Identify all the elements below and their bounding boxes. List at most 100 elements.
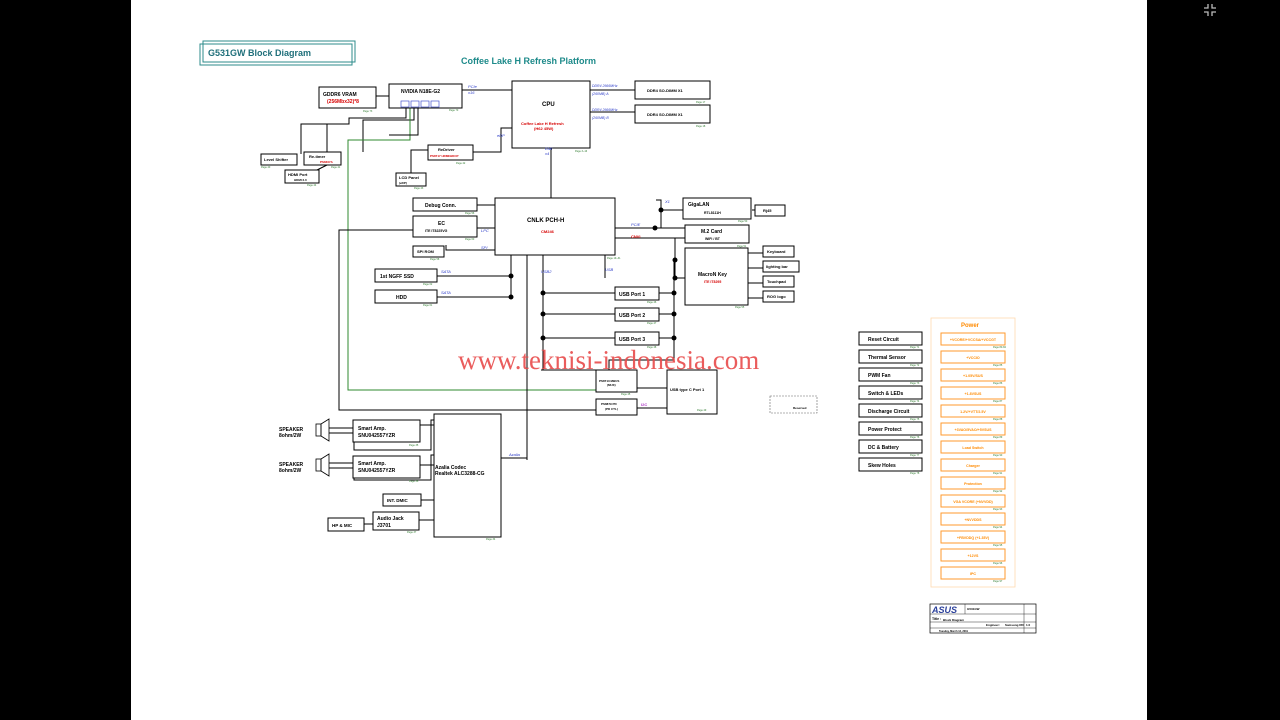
svg-text:ITE IT8225VG: ITE IT8225VG: [425, 229, 448, 233]
svg-text:Page 61: Page 61: [423, 304, 433, 307]
svg-text:Power: Power: [961, 323, 980, 329]
svg-text:Touchpad: Touchpad: [767, 279, 786, 284]
svg-text:Rj45: Rj45: [763, 208, 772, 213]
svg-text:Page 47: Page 47: [647, 322, 657, 325]
svg-text:NVIDIA N18E-G2: NVIDIA N18E-G2: [401, 89, 440, 95]
side-block-page: Page 72: [910, 364, 920, 367]
svg-text:8ohm/2W: 8ohm/2W: [279, 468, 302, 474]
svg-text:Block Diagram: Block Diagram: [943, 618, 964, 622]
svg-text:Engineer:: Engineer:: [986, 623, 1000, 627]
side-block-label: Switch & LEDs: [868, 391, 904, 397]
side-block-page: Page 77: [910, 454, 920, 457]
hp-mic-block: HP & MIC: [327, 517, 365, 532]
power-item-page: Page 80-84: [993, 346, 1007, 349]
power-section: Power +VCORE/+VCCSA/+VCCGT Page 80-84+VCC…: [930, 317, 1016, 588]
svg-text:(260MB) A: (260MB) A: [592, 92, 609, 96]
svg-text:Level Shifter: Level Shifter: [264, 157, 288, 162]
svg-text:Page 41: Page 41: [331, 166, 341, 169]
side-block-page: Page 71: [910, 346, 920, 349]
watermark-text: www.teknisi-indonesia.com: [458, 345, 759, 375]
svg-text:ITE IT8295: ITE IT8295: [704, 280, 721, 284]
rj45-block: Rj45: [754, 204, 786, 217]
retimer-block: Re-timer PS8407A Page 41: [303, 151, 342, 169]
svg-text:Page 55: Page 55: [735, 306, 745, 309]
svg-text:eDP: eDP: [497, 133, 505, 138]
side-block-label: DC & Battery: [868, 445, 899, 451]
side-block-page: Page 76: [910, 436, 920, 439]
svg-text:Page 17: Page 17: [696, 101, 706, 104]
svg-text:G531GW: G531GW: [967, 607, 980, 611]
speaker-2: SPEAKER 8ohm/2W: [279, 453, 330, 477]
power-item-label: +1.05V/SUS: [963, 374, 983, 378]
platform-title: Coffee Lake H Refresh Platform: [461, 56, 596, 66]
side-block-page: Page 75: [910, 418, 920, 421]
svg-text:PCIe: PCIe: [468, 84, 478, 89]
cpu-block[interactable]: CPU Coffee Lake H Refresh (H62 45W) Page…: [511, 80, 591, 153]
ddr-slot-a: DDR4 SO-DIMM X1 DDR4 2666MHz (260MB) A P…: [592, 80, 711, 104]
svg-text:HP & MIC: HP & MIC: [332, 523, 353, 528]
svg-text:Tuesday, March 12, 2019: Tuesday, March 12, 2019: [939, 630, 969, 633]
svg-text:SATA: SATA: [441, 290, 451, 295]
ec-block[interactable]: EC ITE IT8225VG Page 60: [412, 215, 478, 241]
fullscreen-exit-icon[interactable]: [1203, 3, 1217, 17]
svg-text:Page 56: Page 56: [465, 212, 475, 215]
svg-text:J3701: J3701: [377, 523, 391, 529]
power-item-page: Page 94: [993, 526, 1003, 529]
power-item: +VCORE/+VCCSA/+VCCGT Page 80-84: [940, 332, 1007, 349]
svg-text:DDR4 SO-DIMM X1: DDR4 SO-DIMM X1: [647, 88, 684, 93]
power-item-page: Page 90: [993, 454, 1003, 457]
svg-text:X1: X1: [664, 199, 670, 204]
ddr-slot-b: DDR4 SO-DIMM X1 DDR4 2666MHz (260MB) B P…: [592, 104, 711, 128]
level-shifter-block: Level Shifter Page 40: [260, 153, 298, 169]
svg-text:HDMI 2.0: HDMI 2.0: [294, 178, 307, 182]
svg-text:GDDR6 VRAM: GDDR6 VRAM: [323, 92, 357, 98]
svg-text:(eDP): (eDP): [399, 181, 407, 185]
power-item-page: Page 85: [993, 364, 1003, 367]
pch-block[interactable]: CNLK PCH-H CM246 Page 19~31: [494, 197, 621, 260]
svg-text:LPC: LPC: [481, 228, 489, 233]
svg-text:Smart Amp.: Smart Amp.: [358, 461, 386, 467]
svg-text:USB Port 2: USB Port 2: [619, 313, 645, 319]
svg-text:Page 44: Page 44: [307, 184, 317, 187]
svg-text:Page 49: Page 49: [697, 409, 707, 412]
svg-text:HDD: HDD: [396, 295, 407, 301]
svg-text:Audio Jack: Audio Jack: [377, 516, 404, 522]
svg-text:PCIE: PCIE: [631, 222, 641, 227]
svg-text:MacroN Key: MacroN Key: [698, 272, 727, 278]
hdd-block: HDD Page 61: [374, 289, 438, 307]
side-block-label: Power Protect: [868, 427, 902, 433]
svg-text:1.0: 1.0: [1026, 623, 1031, 627]
title-block: ASUS Title : G531GW Block Diagram Engine…: [929, 603, 1037, 634]
junction-dots: [508, 207, 678, 341]
power-item-label: +3VAO/5VAO/+5VSUS: [954, 428, 992, 432]
svg-text:INT. DMIC: INT. DMIC: [387, 498, 408, 503]
power-item-label: +VCORE/+VCCSA/+VCCGT: [950, 338, 997, 342]
smart-amp-1: Smart Amp. SNU042557YZR Page 35: [352, 419, 421, 447]
diagram-title: G531GW Block Diagram: [208, 48, 311, 58]
svg-text:(PD CTL): (PD CTL): [605, 407, 618, 411]
svg-text:USB: USB: [605, 267, 614, 272]
lighting-bar-block: lighting bar: [762, 260, 800, 273]
svg-text:CNLK PCH-H: CNLK PCH-H: [527, 218, 564, 224]
usbc-mux-block: PS8713 MBUS (MUX) Page 45: [595, 369, 638, 396]
svg-text:Keyboard: Keyboard: [767, 249, 786, 254]
svg-text:Page 48: Page 48: [647, 346, 657, 349]
lcd-panel-block: LCD Panel (eDP) Page 43: [395, 172, 427, 190]
svg-text:Page 45: Page 45: [621, 393, 631, 396]
vram-block: GDDR6 VRAM (256Mbx32)*8 Page 73: [318, 86, 377, 113]
power-item-page: Page 97: [993, 580, 1003, 583]
svg-text:Page 51: Page 51: [737, 245, 747, 248]
svg-text:Page 3~16: Page 3~16: [575, 150, 588, 153]
power-item-page: Page 89: [993, 436, 1003, 439]
svg-text:USB2: USB2: [541, 269, 552, 274]
usb-port-3-block: USB Port 3 Page 48: [614, 331, 660, 349]
svg-text:Azalia: Azalia: [508, 452, 521, 457]
